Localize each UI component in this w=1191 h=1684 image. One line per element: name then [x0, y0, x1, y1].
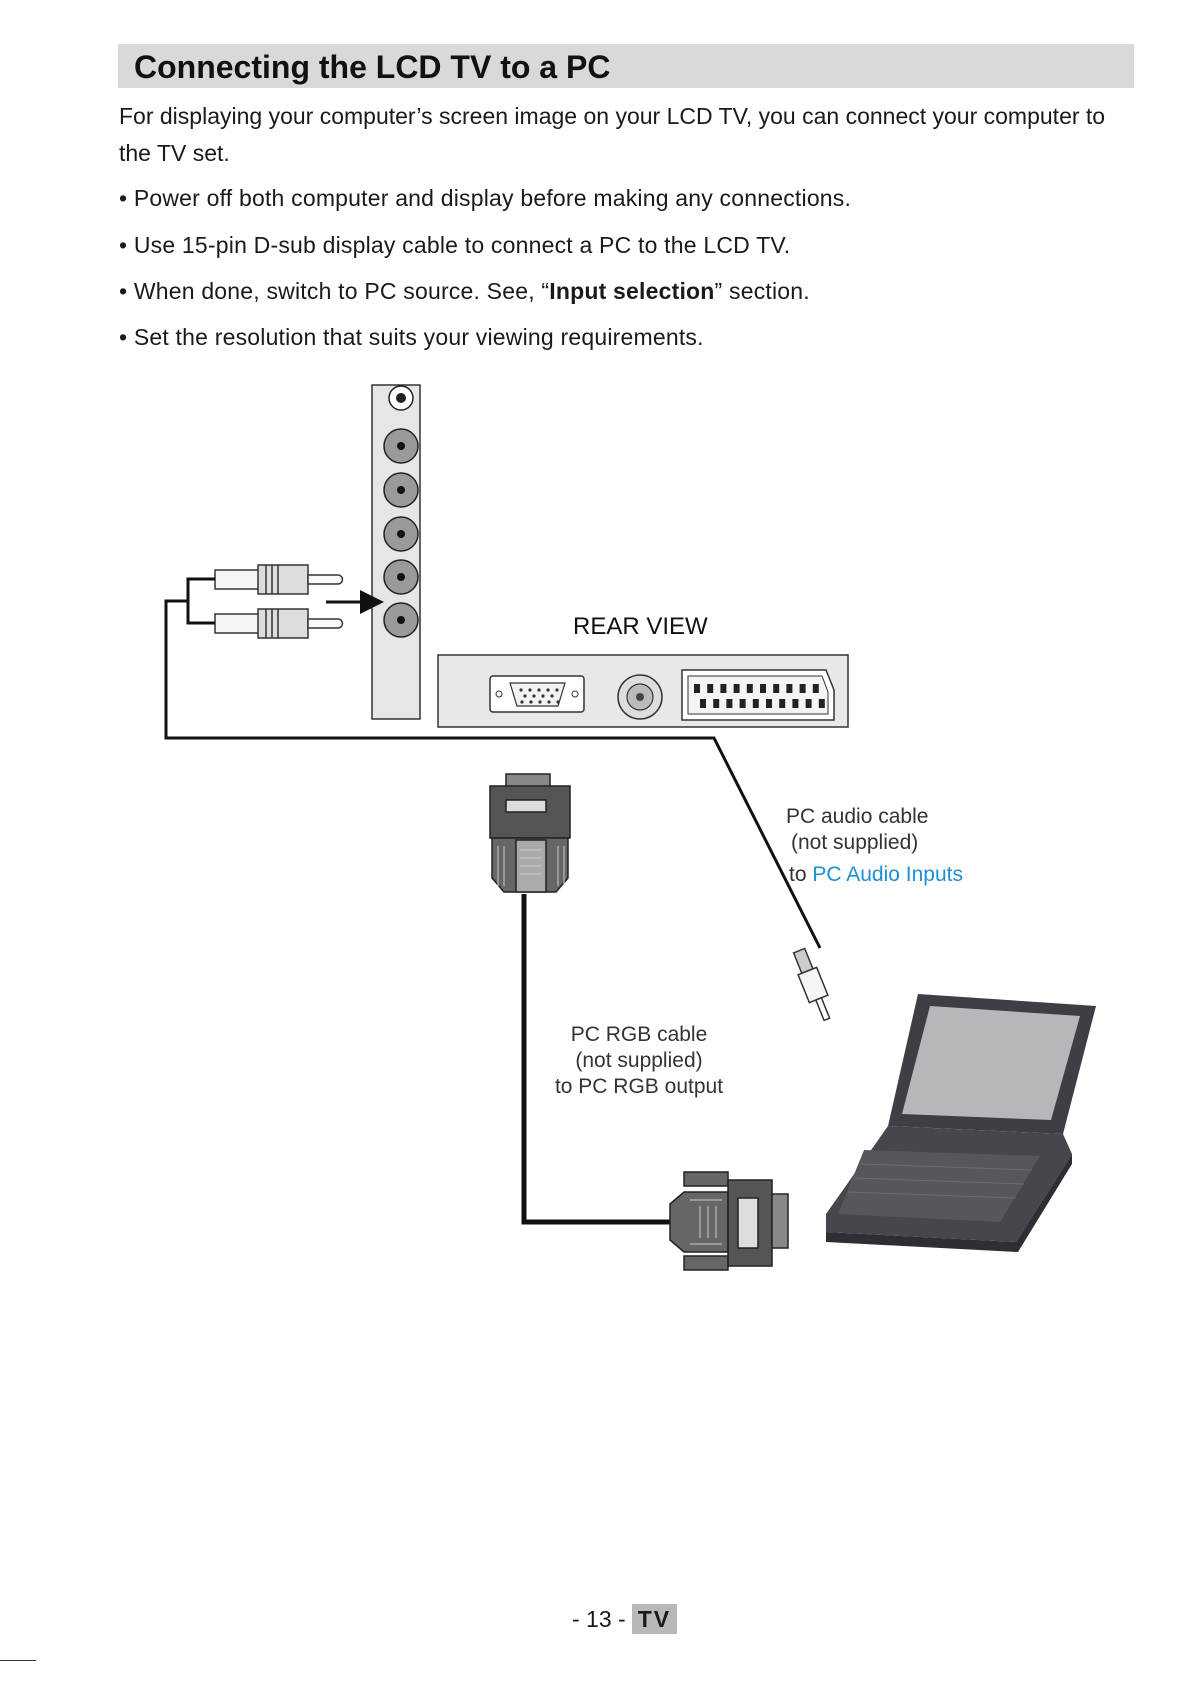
vga-plug-icon [489, 773, 571, 893]
av-jack-panel-icon [371, 384, 421, 720]
antenna-port-icon [617, 674, 663, 720]
page-number: - 13 - [572, 1606, 626, 1632]
splitter-wire [186, 577, 215, 625]
rgb-target-label: to PC RGB output [555, 1075, 723, 1098]
pc-audio-inputs-link: PC Audio Inputs [812, 863, 963, 886]
scart-pin [779, 699, 786, 708]
scart-pin [733, 684, 740, 693]
scart-pin [773, 684, 780, 693]
scart-pin [805, 699, 812, 708]
bullet-dsub-cable: • Use 15-pin D-sub display cable to conn… [119, 232, 791, 258]
audio-target-prefix: to [789, 863, 812, 886]
bullet-resolution: • Set the resolution that suits your vie… [119, 324, 704, 350]
bullet-pc-source-post: ” section. [714, 278, 810, 304]
rear-view-label: REAR VIEW [573, 613, 708, 640]
scart-pin [792, 699, 799, 708]
arrow-head-icon [360, 590, 384, 614]
audio-target-label: to PC Audio Inputs [789, 863, 963, 886]
pc-audio-cable [164, 599, 822, 949]
scart-pin [726, 699, 733, 708]
scart-port-icon [681, 669, 835, 721]
rear-panel [437, 654, 849, 728]
pc-rgb-cable [521, 894, 680, 1225]
bullet-power-off: • Power off both computer and display be… [119, 185, 852, 211]
scart-pin [700, 699, 706, 708]
input-selection-ref: Input selection [549, 278, 715, 304]
scart-pin [766, 699, 772, 708]
scart-pin [713, 699, 720, 708]
margin-rule [0, 1660, 36, 1661]
vga-plug-icon [669, 1171, 789, 1271]
rgb-cable-label: PC RGB cable [571, 1023, 708, 1046]
scart-pin [694, 684, 700, 693]
scart-pin [818, 699, 825, 708]
scart-pin [799, 684, 806, 693]
audio-cable-label: PC audio cable [786, 805, 928, 828]
bullet-pc-source-pre: • When done, switch to PC source. See, “ [119, 278, 550, 304]
laptop-icon [826, 994, 1096, 1252]
section-badge: TV [631, 1604, 678, 1634]
scart-pin [746, 684, 753, 693]
page-footer: - 13 -TV [572, 1604, 678, 1634]
scart-pin [786, 684, 793, 693]
page-title: Connecting the LCD TV to a PC [134, 49, 611, 85]
scart-pin [739, 699, 746, 708]
scart-pin [752, 699, 759, 708]
rca-plug-icon [214, 564, 344, 639]
audio-jack-plug-icon [792, 947, 831, 1022]
scart-pin [812, 684, 819, 693]
rgb-not-supplied-label: (not supplied) [575, 1049, 702, 1072]
intro-paragraph: For displaying your computer’s screen im… [119, 103, 1106, 166]
scart-pin [707, 684, 714, 693]
bullet-pc-source: • When done, switch to PC source. See, “… [119, 276, 810, 306]
audio-not-supplied-label: (not supplied) [791, 831, 918, 854]
vga-port-icon [489, 675, 585, 713]
heading-bar [118, 44, 1134, 88]
scart-pin [720, 684, 727, 693]
scart-pin [760, 684, 766, 693]
